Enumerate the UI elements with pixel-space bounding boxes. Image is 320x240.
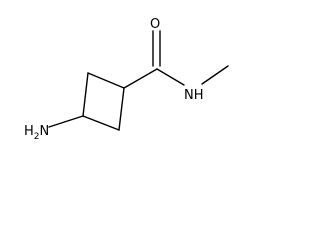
cyclobutane-ring <box>82 72 125 131</box>
chemical-structure: H2N O NH <box>24 17 229 142</box>
ring-bond-right <box>118 87 125 131</box>
amine-bond <box>48 115 84 128</box>
ring-bond-left <box>82 72 89 117</box>
structure-canvas: H2N O NH <box>24 17 229 142</box>
oxygen-label: O <box>150 17 160 32</box>
ring-bond-bottom <box>82 115 120 131</box>
carbonyl-to-nitrogen-bond <box>156 68 185 86</box>
amine-label: H2N <box>24 124 49 142</box>
nitrogen-to-methyl-bond <box>201 65 229 85</box>
ring-to-carbonyl-bond <box>123 68 158 89</box>
amide-nh-label: NH <box>184 88 204 103</box>
ring-bond-top <box>87 72 125 89</box>
